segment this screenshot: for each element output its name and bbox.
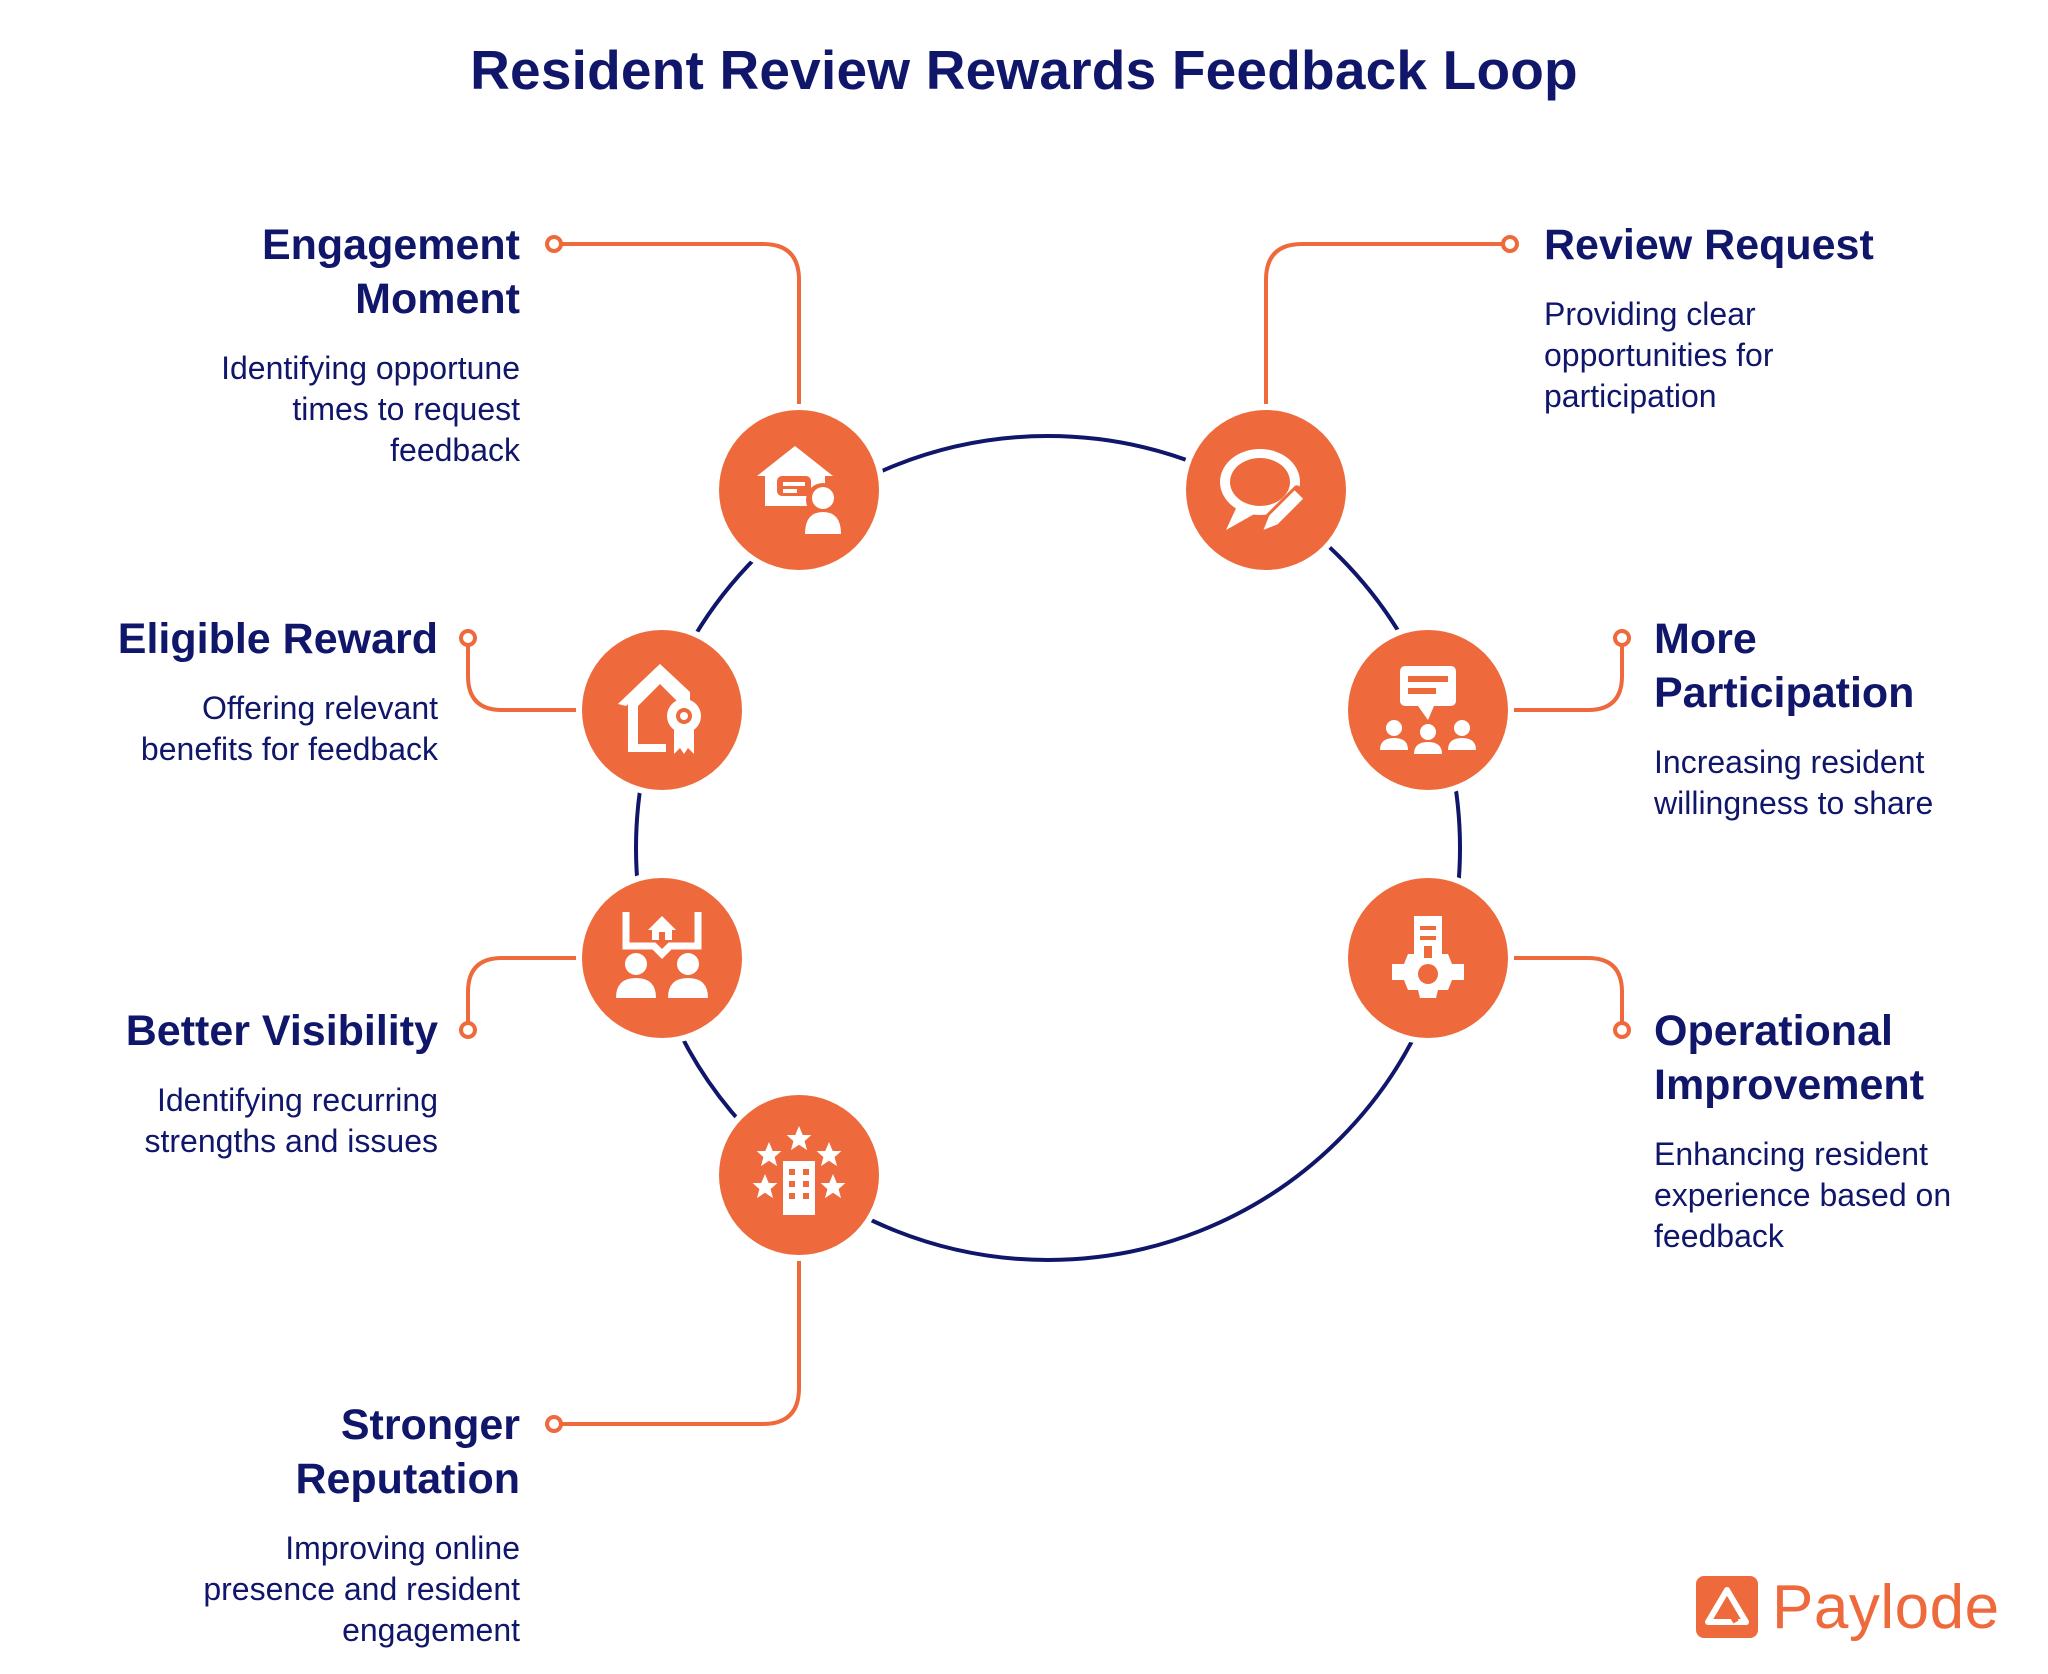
connector-better-visibility [466, 956, 582, 1030]
node-description-line: Enhancing resident [1654, 1136, 1928, 1172]
loop-circle [634, 434, 1462, 1262]
node-description-better-visibility: Identifying recurring strengths and issue… [126, 1080, 439, 1162]
node-description-line: opportunities for [1544, 337, 1774, 373]
node-engagement-moment [713, 404, 885, 576]
connector-more-participation [1508, 638, 1624, 712]
connector-operational-improvement [1508, 956, 1624, 1030]
node-description-line: feedback [390, 432, 520, 468]
diagram-title: Resident Review Rewards Feedback Loop [470, 39, 1578, 101]
node-better-visibility [576, 872, 748, 1044]
node-description-eligible-reward: Offering relevant benefits for feedback [118, 688, 438, 770]
node-heading-line: Eligible Reward [117, 615, 438, 663]
node-heading-line: Engagement [261, 221, 520, 269]
node-description-review-request: Providing clear opportunities for particip… [1544, 294, 1874, 417]
node-description-line: Providing clear [1544, 296, 1756, 332]
node-heading-line: Review Request [1544, 221, 1874, 269]
node-heading-line: Operational [1654, 1007, 1893, 1055]
connector-dot-operational-improvement [1613, 1021, 1631, 1039]
node-description-more-participation: Increasing resident willingness to share [1654, 742, 1933, 824]
node-more-participation [1342, 624, 1514, 796]
node-stronger-reputation [713, 1089, 885, 1261]
node-description-line: participation [1544, 378, 1717, 414]
node-description-line: benefits for feedback [140, 731, 438, 767]
connector-eligible-reward [466, 638, 582, 712]
connector-engagement-moment [554, 242, 801, 410]
connector-dot-more-participation [1613, 629, 1631, 647]
node-review-request [1180, 404, 1352, 576]
node-description-line: Offering relevant [202, 690, 438, 726]
node-description-line: Increasing resident [1654, 744, 1925, 780]
node-description-line: presence and resident [203, 1571, 520, 1607]
node-description-line: experience based on [1654, 1177, 1952, 1213]
node-heading-better-visibility: Better Visibility [126, 1004, 438, 1058]
node-description-line: Identifying recurring [156, 1082, 438, 1118]
node-description-line: feedback [1654, 1218, 1784, 1254]
node-heading-line: Reputation [295, 1455, 520, 1503]
connector-dot-engagement-moment [545, 235, 563, 253]
node-description-stronger-reputation: Improving online presence and resident eng… [203, 1528, 520, 1651]
node-heading-line: Better Visibility [125, 1007, 438, 1055]
connector-dot-review-request [1501, 235, 1519, 253]
connector-stronger-reputation [554, 1255, 801, 1426]
node-heading-eligible-reward: Eligible Reward [118, 612, 438, 666]
connector-review-request [1264, 242, 1510, 410]
node-operational-improvement [1342, 872, 1514, 1044]
connector-dot-stronger-reputation [545, 1415, 563, 1433]
node-description-line: willingness to share [1654, 785, 1934, 821]
node-heading-line: Moment [355, 275, 520, 323]
paylode-logo: Paylode [1696, 1572, 2000, 1642]
node-heading-line: More [1654, 615, 1757, 663]
node-description-line: times to request [292, 391, 520, 427]
node-circle [582, 630, 742, 790]
node-heading-line: Improvement [1654, 1061, 1925, 1109]
node-description-operational-improvement: Enhancing resident experience based on fee… [1654, 1134, 1951, 1257]
node-description-engagement-moment: Identifying opportune times to request fee… [221, 348, 520, 471]
node-description-line: engagement [342, 1612, 520, 1648]
node-description-line: Improving online [285, 1530, 520, 1566]
logo-wordmark: Paylode [1772, 1572, 2000, 1642]
connector-dot-eligible-reward [459, 629, 477, 647]
paylode-logo-icon [1696, 1576, 1758, 1638]
node-heading-line: Participation [1654, 669, 1915, 717]
connector-dot-better-visibility [459, 1021, 477, 1039]
node-eligible-reward [576, 624, 748, 796]
node-description-line: strengths and issues [144, 1123, 439, 1159]
node-description-line: Identifying opportune [221, 350, 520, 386]
node-heading-line: Stronger [340, 1401, 520, 1449]
node-heading-review-request: Review Request [1544, 218, 1874, 272]
